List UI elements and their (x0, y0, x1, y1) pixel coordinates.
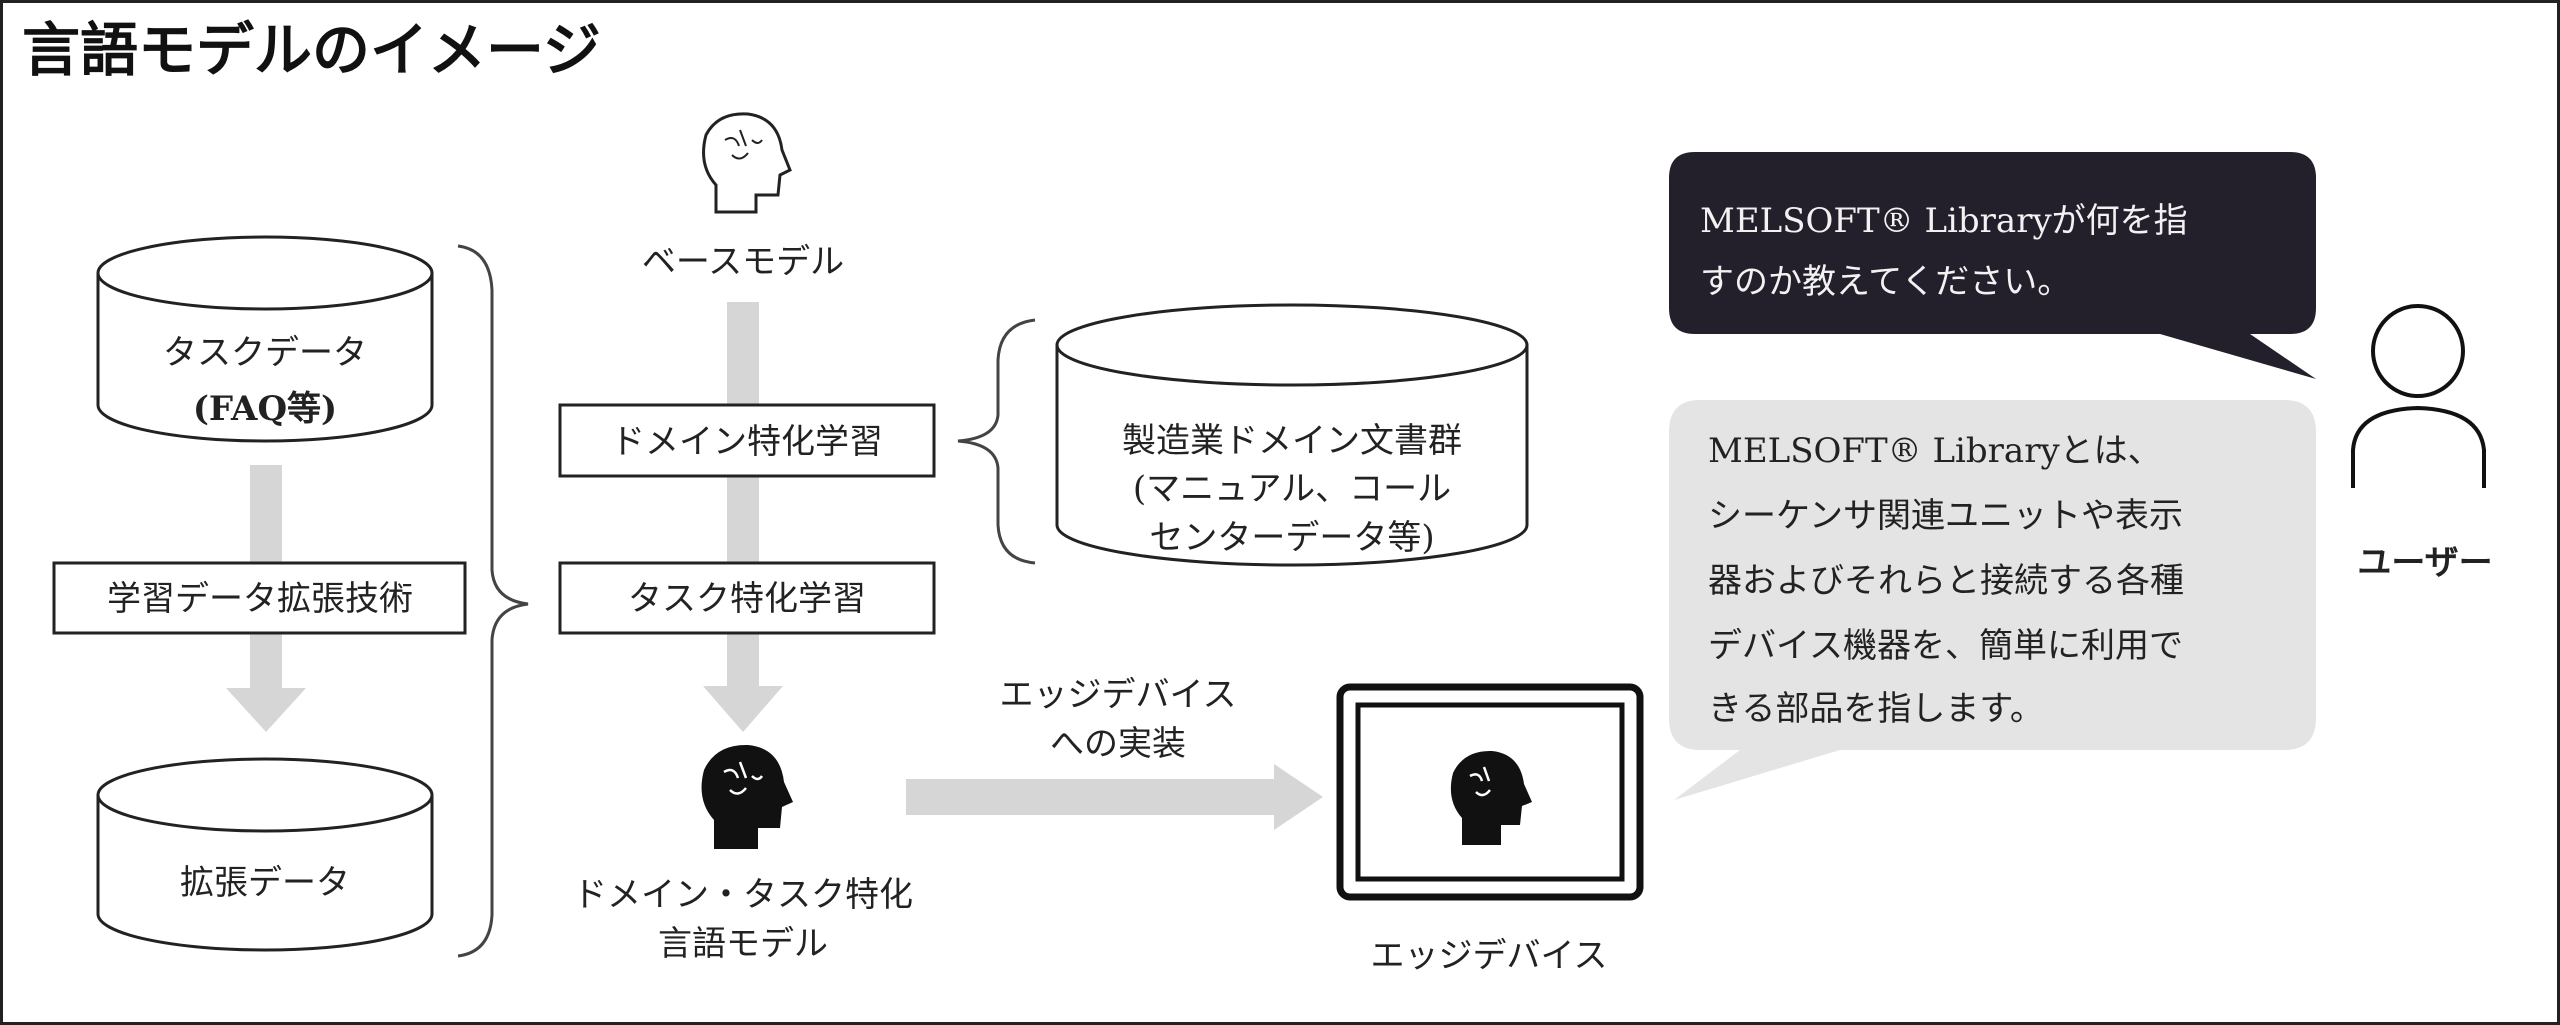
center-arrowhead (703, 686, 783, 732)
augmentation-box (52, 561, 467, 635)
domain-docs-label: 製造業ドメイン文書群 (1122, 421, 1462, 461)
augmented-data-cylinder (96, 757, 434, 952)
augmentation-label: 学習データ拡張技術 (107, 579, 413, 619)
left-brace (457, 244, 529, 958)
specialized-model-label-1: ドメイン・タスク特化 (573, 875, 913, 915)
deploy-label-1: エッジデバイス (1000, 675, 1237, 715)
domain-docs-sublabel-1: (マニュアル、コール (1133, 469, 1451, 509)
edge-device-icon (1336, 683, 1644, 901)
base-model-label: ベースモデル (642, 242, 844, 282)
edge-device-label: エッジデバイス (1371, 936, 1608, 976)
domain-training-label: ドメイン特化学習 (611, 422, 883, 462)
deploy-label-2: への実装 (1050, 724, 1186, 764)
answer-line-5: きる部品を指します。 (1708, 689, 2044, 729)
task-data-cylinder (96, 235, 434, 443)
task-training-label: タスク特化学習 (628, 579, 866, 619)
domain-docs-sublabel-2: センターデータ等) (1149, 518, 1434, 558)
task-data-label: タスクデータ (163, 333, 367, 373)
user-question-line-1: MELSOFT® Libraryが何を指 (1700, 201, 2188, 241)
task-training-box (558, 561, 936, 635)
left-arrowhead (226, 688, 306, 732)
specialized-model-label-2: 言語モデル (658, 924, 828, 964)
user-question-bubble (1669, 152, 2316, 379)
diagram-title: 言語モデルのイメージ (22, 16, 601, 84)
deploy-arrowhead (1274, 764, 1323, 830)
answer-bubble (1669, 400, 2316, 800)
augmented-data-label: 拡張データ (180, 863, 350, 903)
answer-line-3: 器およびそれらと接続する各種 (1708, 561, 2184, 601)
deploy-arrow-shaft (906, 779, 1276, 815)
user-label: ユーザー (2357, 543, 2492, 583)
user-icon (2351, 304, 2486, 488)
specialized-model-head-icon (701, 744, 793, 849)
domain-training-box (558, 403, 936, 478)
task-data-sublabel: (FAQ等) (193, 389, 337, 429)
domain-brace (957, 318, 1036, 565)
answer-line-4: デバイス機器を、簡単に利用で (1708, 626, 2183, 666)
base-model-head-icon (702, 112, 792, 214)
user-question-line-2: すのか教えてください。 (1700, 262, 2071, 302)
answer-line-1: MELSOFT® Libraryとは、 (1708, 431, 2162, 471)
answer-line-2: シーケンサ関連ユニットや表示 (1708, 496, 2183, 536)
domain-docs-cylinder (1055, 303, 1529, 567)
